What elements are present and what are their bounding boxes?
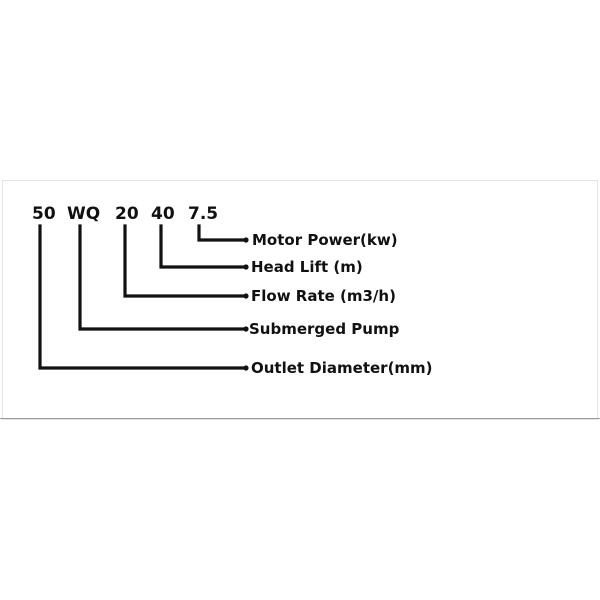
- leader-line-head-lift: [159, 224, 247, 269]
- code-part-flow-rate: 20: [115, 204, 139, 224]
- label-outlet-diameter: Outlet Diameter(mm): [251, 359, 433, 377]
- leader-line-submerged-pump: [78, 224, 247, 331]
- label-flow-rate: Flow Rate (m3/h): [251, 287, 396, 305]
- leader-end-outlet-diameter: [243, 365, 249, 371]
- leader-end-motor-power: [243, 237, 249, 243]
- code-part-motor-power: 7.5: [188, 204, 218, 224]
- code-part-pump-type: WQ: [67, 204, 100, 224]
- code-part-head-lift: 40: [151, 204, 175, 224]
- divider-line: [0, 418, 600, 419]
- label-motor-power: Motor Power(kw): [252, 231, 398, 249]
- leader-end-submerged-pump: [243, 326, 249, 332]
- diagram-panel: [2, 180, 598, 420]
- leader-end-head-lift: [243, 264, 249, 270]
- leader-line-outlet-diameter: [38, 224, 247, 370]
- leader-line-flow-rate: [123, 224, 247, 298]
- leader-line-motor-power: [197, 224, 247, 242]
- leader-end-flow-rate: [243, 293, 249, 299]
- label-head-lift: Head Lift (m): [251, 258, 363, 276]
- label-submerged-pump: Submerged Pump: [249, 320, 400, 338]
- code-part-outlet-diameter: 50: [32, 204, 56, 224]
